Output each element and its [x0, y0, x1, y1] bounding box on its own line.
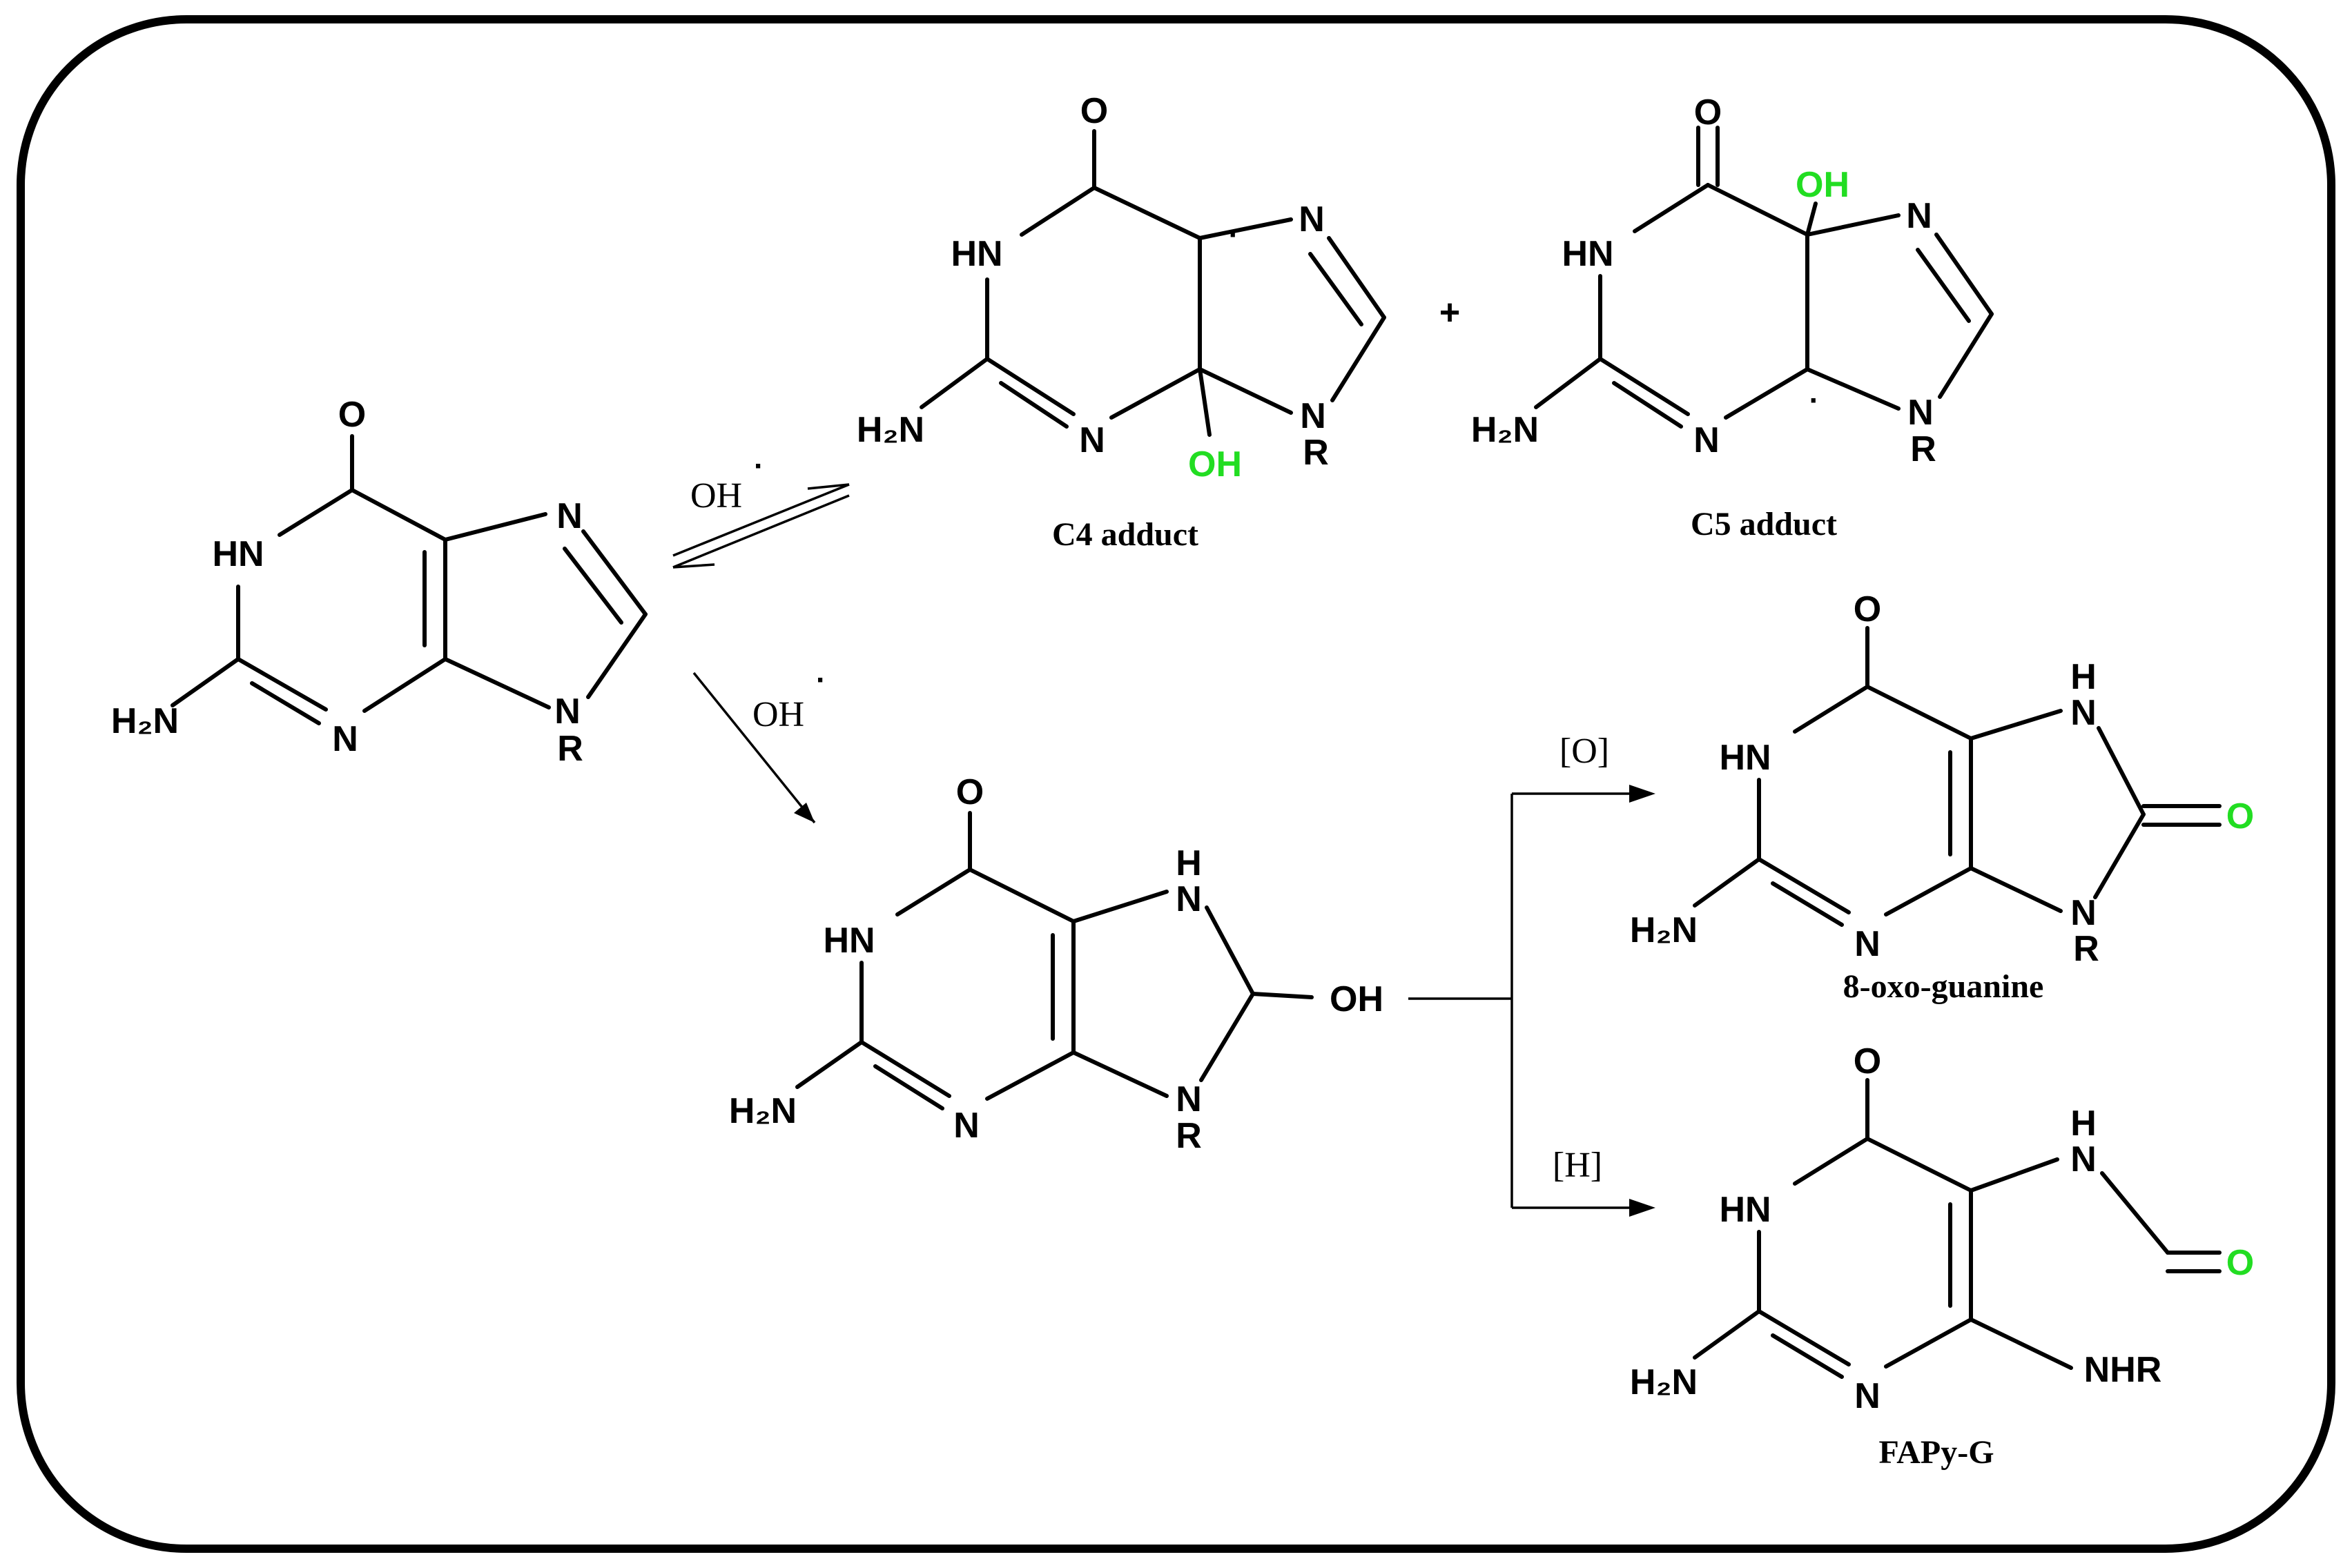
amine-label: H₂N: [1630, 910, 1698, 950]
radical-dot: ·: [1229, 218, 1239, 252]
equilibrium-arrows: OH ·: [672, 449, 850, 569]
hydroxy-intermediate-molecule: O HN H₂N N H N N R OH: [729, 772, 1383, 1156]
plus-sign: +: [1439, 293, 1460, 333]
amine-label: H₂N: [111, 701, 179, 741]
amine-label: H₂N: [857, 410, 924, 450]
amine-label: H₂N: [729, 1091, 797, 1131]
nitrogen-label: N: [1907, 393, 1934, 433]
oxygen-label: O: [1854, 589, 1881, 629]
amine-label: H₂N: [1471, 410, 1539, 450]
oxidation-label: [O]: [1559, 732, 1609, 771]
hydrogen-label: H: [2070, 657, 2097, 697]
hn-label: HN: [823, 921, 875, 961]
hn-label: HN: [1719, 1190, 1771, 1230]
hydroxyl-highlight-label: OH: [1188, 444, 1242, 484]
hydroxyl-label: OH: [1330, 979, 1383, 1019]
nitrogen-label: N: [1176, 1079, 1202, 1119]
c4-adduct-molecule: O HN H₂N N N N R OH · C4 adduct: [857, 91, 1386, 553]
nitrogen-label: N: [953, 1106, 980, 1146]
fapy-g-caption: FAPy-G: [1878, 1434, 1994, 1471]
nitrogen-label: N: [1299, 199, 1325, 239]
hn-label: HN: [1719, 738, 1771, 778]
hn-label: HN: [212, 534, 264, 574]
oxo-guanine-caption: 8-oxo-guanine: [1843, 968, 2044, 1005]
nitrogen-label: N: [554, 692, 581, 732]
nitrogen-label: N: [1300, 396, 1326, 436]
nitrogen-label: N: [2070, 1139, 2097, 1179]
fapy-g-molecule: O HN H₂N N H N O NHR FAPy-G: [1630, 1041, 2254, 1471]
r-group-label: R: [1303, 433, 1329, 473]
nitrogen-label: N: [1854, 924, 1880, 964]
amine-label: H₂N: [1630, 1362, 1698, 1402]
nitrogen-label: N: [332, 719, 358, 759]
nitrogen-label: N: [1693, 420, 1720, 460]
carbonyl-oxygen-highlight: O: [2226, 796, 2254, 836]
branching-arrows: [O] [H]: [1408, 732, 1655, 1217]
r-group-label: R: [2073, 929, 2099, 969]
r-group-label: R: [1176, 1116, 1202, 1156]
r-group-label: R: [557, 729, 583, 769]
c5-adduct-molecule: O HN H₂N N N N R OH · C5 adduct: [1471, 92, 1994, 542]
oxygen-label: O: [956, 772, 984, 812]
radical-dot: ·: [1809, 384, 1820, 418]
oxygen-label: O: [1080, 91, 1108, 131]
nitrogen-label: N: [556, 496, 583, 536]
nitrogen-label: N: [1854, 1376, 1880, 1416]
rounded-frame: [17, 15, 2335, 1553]
hydrogen-label: H: [2070, 1104, 2097, 1144]
hydroxyl-radical-label: OH: [690, 476, 742, 516]
hydroxyl-radical-label: OH: [752, 695, 804, 734]
nitrogen-label: N: [1906, 196, 1932, 236]
radical-dot: ·: [816, 663, 826, 697]
c4-adduct-caption: C4 adduct: [1052, 516, 1198, 553]
r-group-label: R: [1910, 429, 1936, 469]
hydroxylation-arrow: OH ·: [692, 663, 826, 824]
nitrogen-label: N: [2070, 693, 2097, 733]
guanine-molecule: O HN H₂N N N N R: [111, 395, 648, 769]
nitrogen-label: N: [1079, 420, 1105, 460]
c5-adduct-caption: C5 adduct: [1691, 506, 1837, 542]
hn-label: HN: [1562, 234, 1613, 274]
hydroxyl-highlight-label: OH: [1796, 165, 1849, 205]
reduction-label: [H]: [1553, 1146, 1602, 1185]
nhr-label: NHR: [2084, 1350, 2162, 1390]
oxygen-label: O: [1694, 92, 1722, 133]
oxo-guanine-molecule: O HN H₂N N H N N R O 8-oxo-guanine: [1630, 589, 2254, 1005]
hn-label: HN: [951, 234, 1002, 274]
nitrogen-label: N: [1176, 879, 1202, 919]
oxygen-label: O: [1854, 1041, 1881, 1081]
radical-dot: ·: [754, 449, 764, 483]
formyl-oxygen-highlight: O: [2226, 1243, 2254, 1283]
nitrogen-label: N: [2070, 893, 2097, 933]
oxygen-label: O: [338, 395, 366, 435]
hydrogen-label: H: [1176, 843, 1202, 883]
